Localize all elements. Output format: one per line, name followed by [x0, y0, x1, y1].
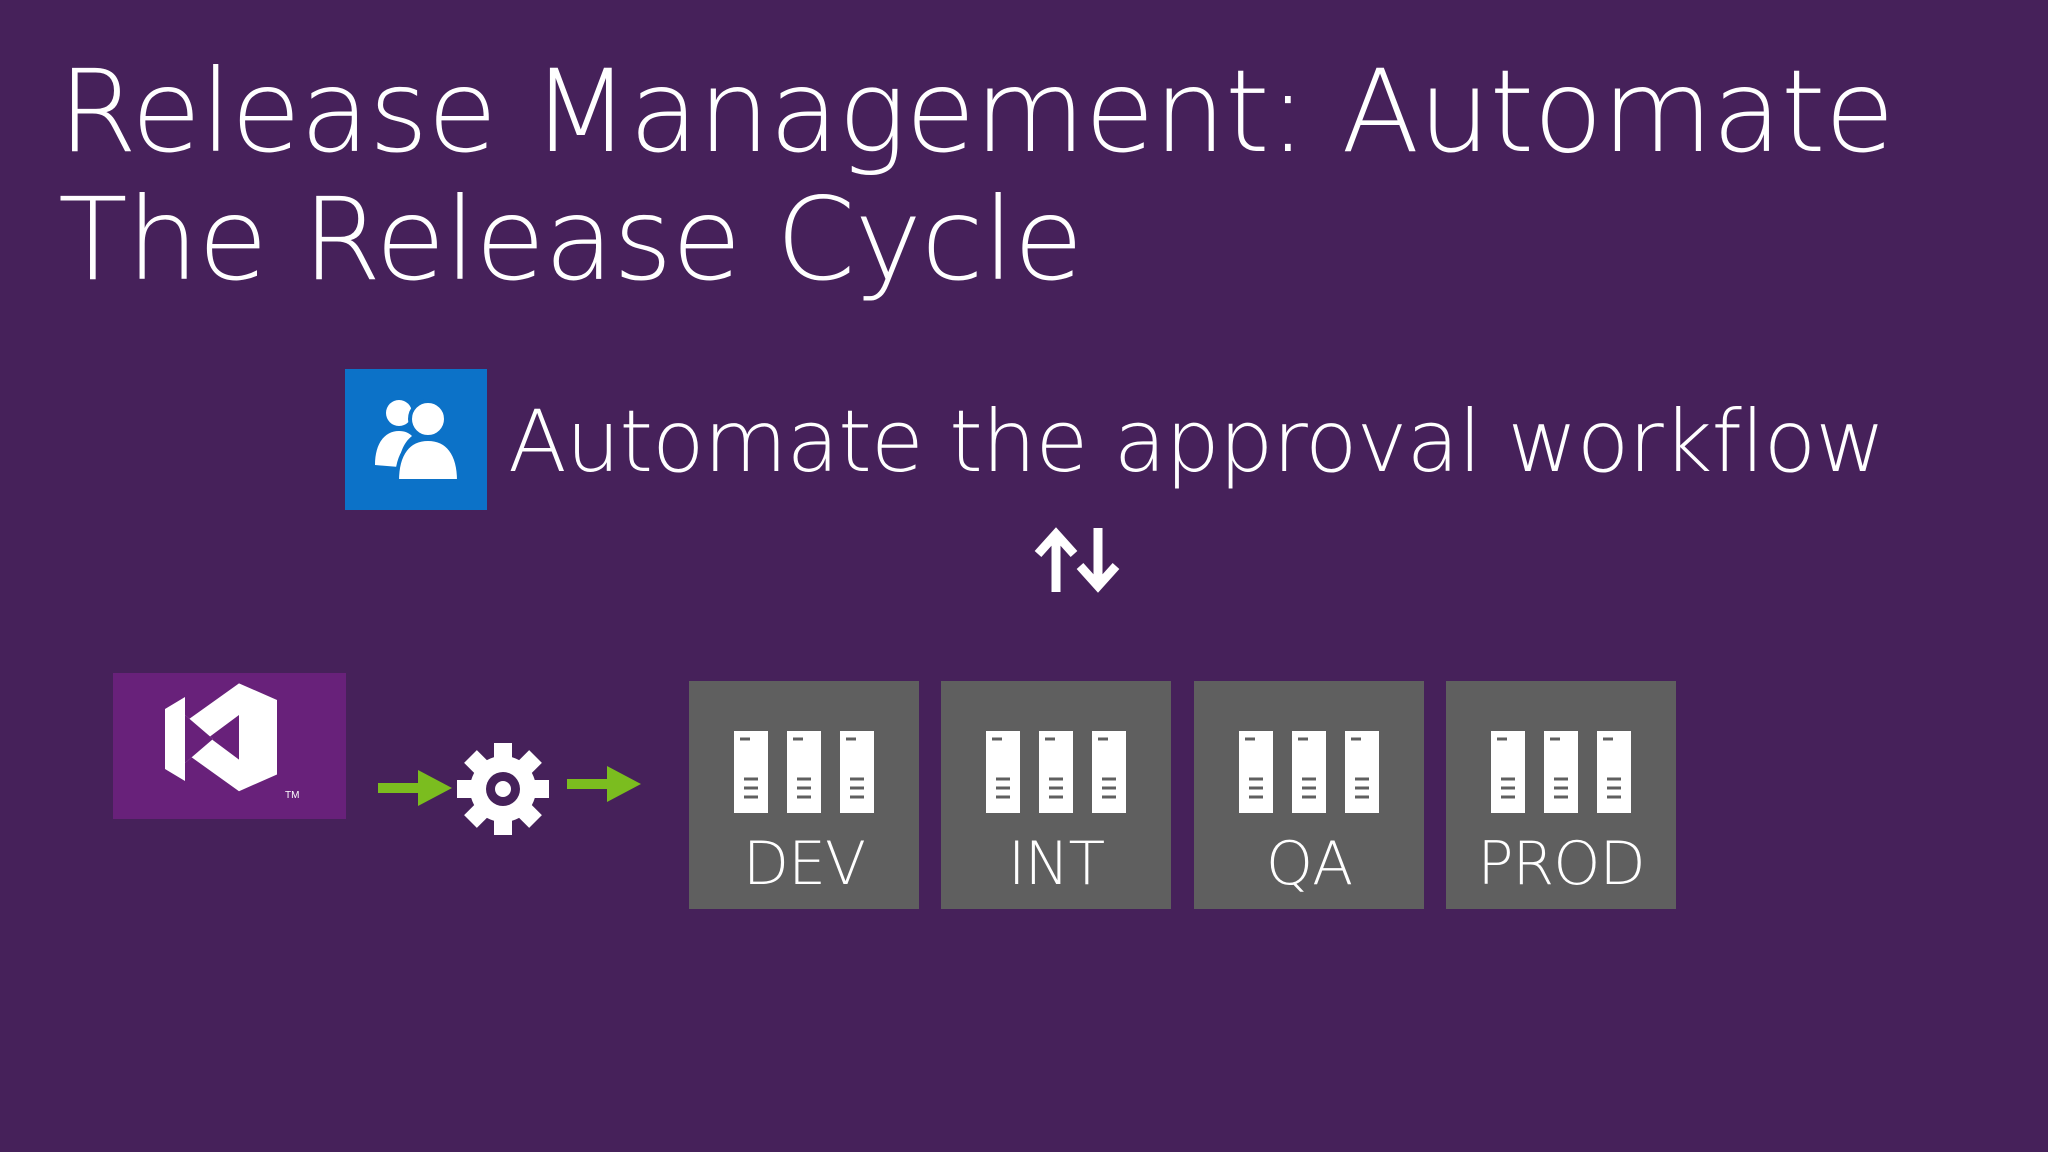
- environment-label: QA: [1265, 829, 1353, 899]
- environment-tile-qa: QA: [1194, 681, 1424, 909]
- slide-title: Release Management: Automate The Release…: [58, 45, 1895, 306]
- environment-tile-prod: PROD: [1446, 681, 1676, 909]
- environment-tile-int: INT: [941, 681, 1171, 909]
- green-arrow-icon: [378, 770, 452, 806]
- green-arrow-icon: [567, 766, 641, 802]
- server-rack-icon: [1239, 731, 1379, 813]
- environment-label: PROD: [1477, 829, 1645, 899]
- environment-label: DEV: [742, 829, 866, 899]
- server-rack-icon: [1491, 731, 1631, 813]
- gear-icon: [457, 743, 549, 835]
- up-down-arrows-icon: [1034, 527, 1120, 593]
- approval-workflow-text: Automate the approval workflow: [508, 392, 1886, 492]
- trademark-symbol: TM: [285, 790, 300, 801]
- server-rack-icon: [986, 731, 1126, 813]
- environment-label: INT: [1007, 829, 1105, 899]
- visual-studio-logo-icon: TM: [113, 673, 346, 819]
- environment-tile-dev: DEV: [689, 681, 919, 909]
- users-icon: [345, 369, 487, 510]
- slide-title-line-1: Release Management: Automate: [58, 45, 1895, 178]
- server-rack-icon: [734, 731, 874, 813]
- slide-title-line-2: The Release Cycle: [58, 173, 1083, 306]
